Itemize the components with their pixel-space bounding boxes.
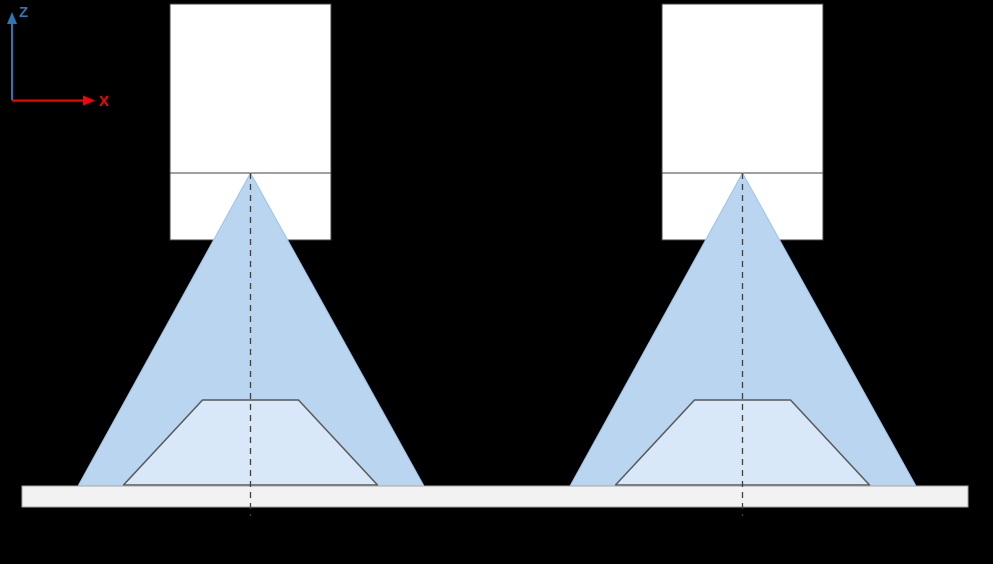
ground-plane <box>21 485 969 508</box>
x-axis-arrowhead-icon <box>83 95 95 106</box>
camera-body-right <box>661 3 824 174</box>
z-axis-label: Z <box>19 4 28 21</box>
z-axis-arrowhead-icon <box>7 12 17 24</box>
coordinate-axes: Z X <box>7 4 109 110</box>
x-axis-label: X <box>99 93 109 110</box>
camera-body-left <box>169 3 332 174</box>
